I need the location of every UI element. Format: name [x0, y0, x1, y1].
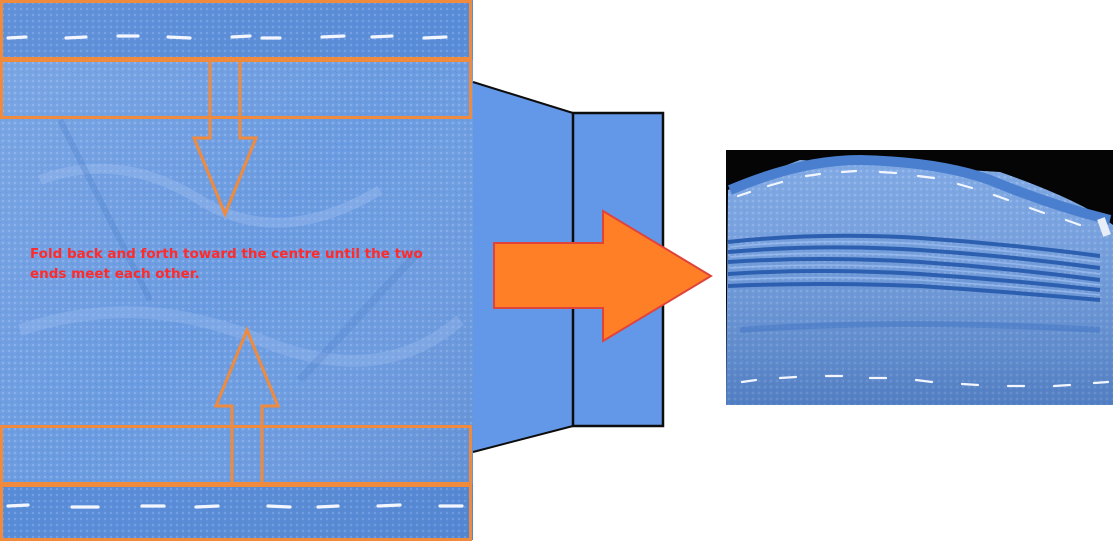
- arrow-down-outline-icon: [191, 58, 259, 218]
- folded-result-photo: [726, 150, 1113, 405]
- bottom-stitch-line: [6, 503, 464, 509]
- arrow-up-outline-icon: [213, 326, 281, 486]
- fabric-sheet: [0, 0, 473, 540]
- arrow-right-filled-icon: [493, 209, 713, 343]
- top-stitch-line: [6, 34, 448, 40]
- fold-instruction: Fold back and forth toward the centre un…: [30, 246, 423, 282]
